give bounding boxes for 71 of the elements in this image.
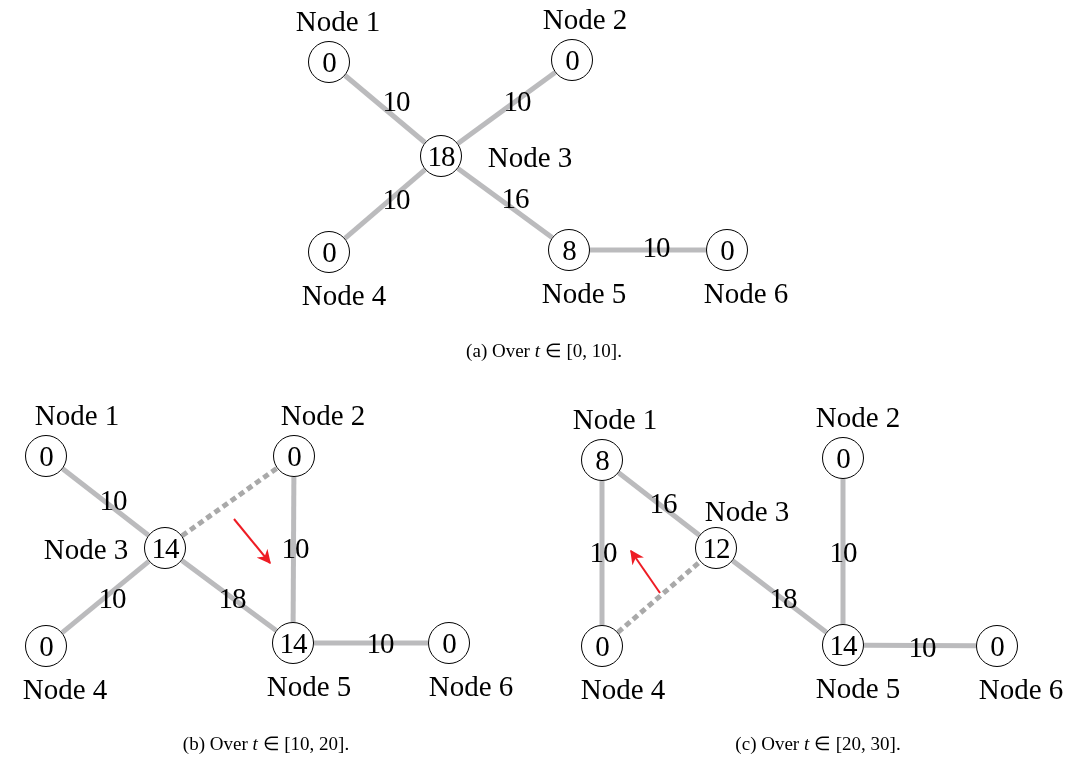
- edge-line: [590, 247, 706, 253]
- edge-line: [290, 477, 297, 622]
- edge-label: 10: [503, 86, 531, 116]
- node-value: 12: [702, 533, 730, 563]
- edge-label: 10: [366, 628, 394, 658]
- node-name: Node 5: [815, 673, 901, 703]
- node-value: 0: [836, 443, 850, 473]
- node-name: Node 4: [580, 674, 666, 704]
- node-name: Node 6: [703, 278, 789, 308]
- node-value: 14: [279, 628, 307, 658]
- node-value: 8: [595, 445, 609, 475]
- edge-line: [61, 466, 150, 538]
- node-name: Node 4: [301, 280, 387, 310]
- node-value: 0: [720, 235, 734, 265]
- node-name: Node 2: [542, 4, 628, 34]
- edge-line: [864, 642, 976, 649]
- caption: (a) Over t ∈ [0, 10].: [466, 338, 622, 362]
- node-value: 0: [39, 631, 53, 661]
- node-value: 18: [427, 141, 455, 171]
- node-name: Node 1: [295, 6, 381, 36]
- edge-label: 16: [649, 488, 677, 518]
- caption: (b) Over t ∈ [10, 20].: [182, 731, 350, 755]
- dashed-edge: [616, 559, 702, 635]
- edge-line: [456, 166, 554, 240]
- edge-label: 18: [218, 583, 246, 613]
- caption: (c) Over t ∈ [20, 30].: [735, 731, 901, 755]
- node-name: Node 3: [43, 534, 129, 564]
- node-value: 14: [151, 533, 179, 563]
- node-name: Node 3: [704, 496, 790, 526]
- edge-label: 10: [98, 583, 126, 613]
- node-name: Node 1: [34, 400, 120, 430]
- node-value: 0: [990, 631, 1004, 661]
- edge-label: 10: [829, 537, 857, 567]
- edge-label: 10: [908, 632, 936, 662]
- node-value: 0: [442, 628, 456, 658]
- node-value: 0: [322, 47, 336, 77]
- node-value: 0: [595, 631, 609, 661]
- node-name: Node 4: [22, 674, 108, 704]
- node-name: Node 1: [572, 404, 658, 434]
- node-value: 14: [829, 630, 857, 660]
- edge-line: [60, 559, 151, 635]
- edge-line: [599, 481, 605, 625]
- edge-label: 10: [589, 537, 617, 567]
- edge-line: [731, 558, 828, 635]
- edge-line: [456, 70, 557, 146]
- node-name: Node 2: [815, 402, 901, 432]
- edge-line: [314, 640, 428, 646]
- node-name: Node 6: [978, 674, 1064, 704]
- edge-label: 10: [281, 533, 309, 563]
- node-value: 0: [39, 441, 53, 471]
- edge-label: 10: [382, 86, 410, 116]
- node-name: Node 5: [541, 278, 627, 308]
- node-name: Node 3: [487, 142, 573, 172]
- edge-line: [840, 479, 846, 624]
- edge-label: 10: [642, 232, 670, 262]
- edge-label: 10: [99, 485, 127, 515]
- node-value: 8: [562, 235, 576, 265]
- dashed-edge: [180, 466, 279, 538]
- edge-line: [343, 167, 427, 241]
- node-name: Node 2: [280, 400, 366, 430]
- edge-line: [180, 558, 278, 633]
- node-name: Node 5: [266, 671, 352, 701]
- node-name: Node 6: [428, 671, 514, 701]
- node-value: 0: [565, 45, 579, 75]
- edge-line: [343, 73, 427, 145]
- edge-label: 10: [382, 184, 410, 214]
- node-value: 0: [322, 237, 336, 267]
- edge-line: [617, 470, 701, 538]
- node-value: 0: [287, 441, 301, 471]
- edge-label: 16: [501, 183, 529, 213]
- edge-label: 18: [769, 583, 797, 613]
